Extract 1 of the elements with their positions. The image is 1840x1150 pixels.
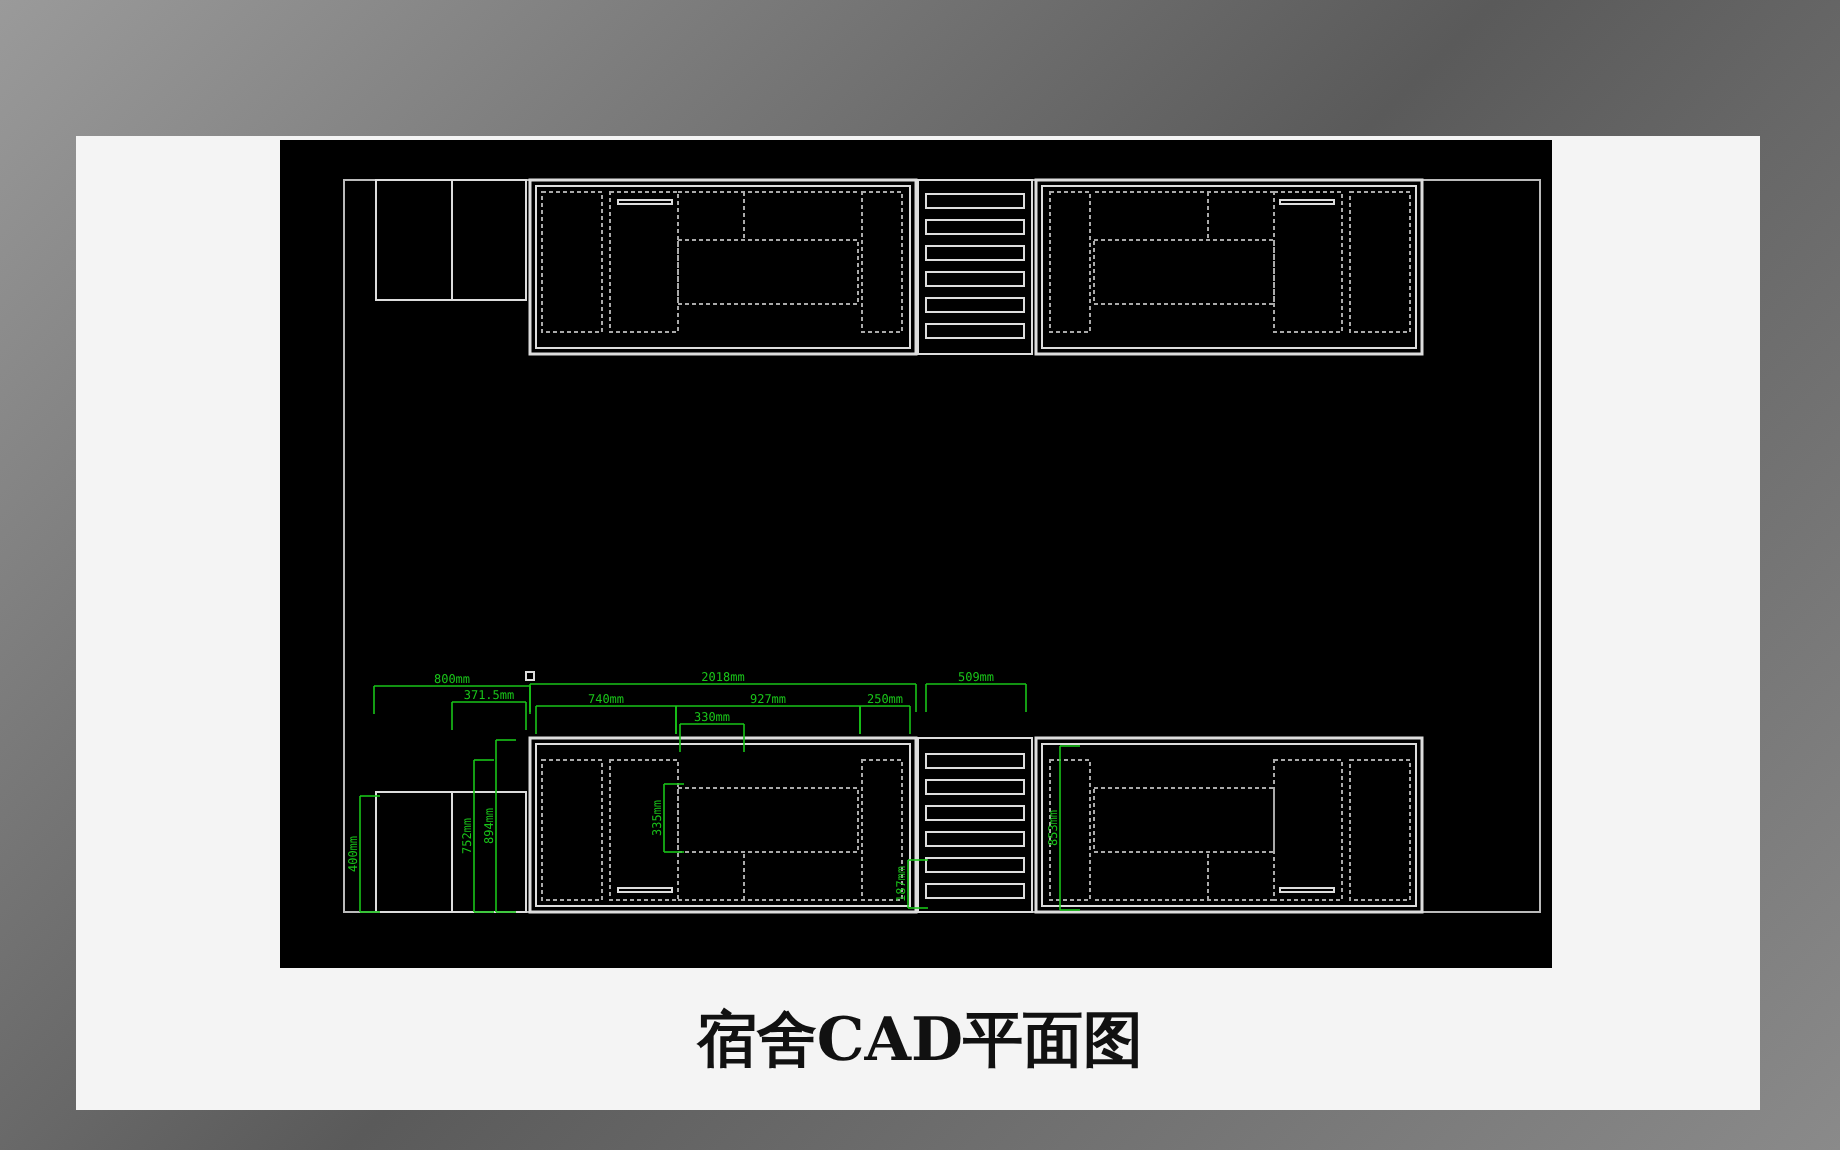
slide-title: 宿舍CAD平面图 <box>696 1004 1144 1080</box>
